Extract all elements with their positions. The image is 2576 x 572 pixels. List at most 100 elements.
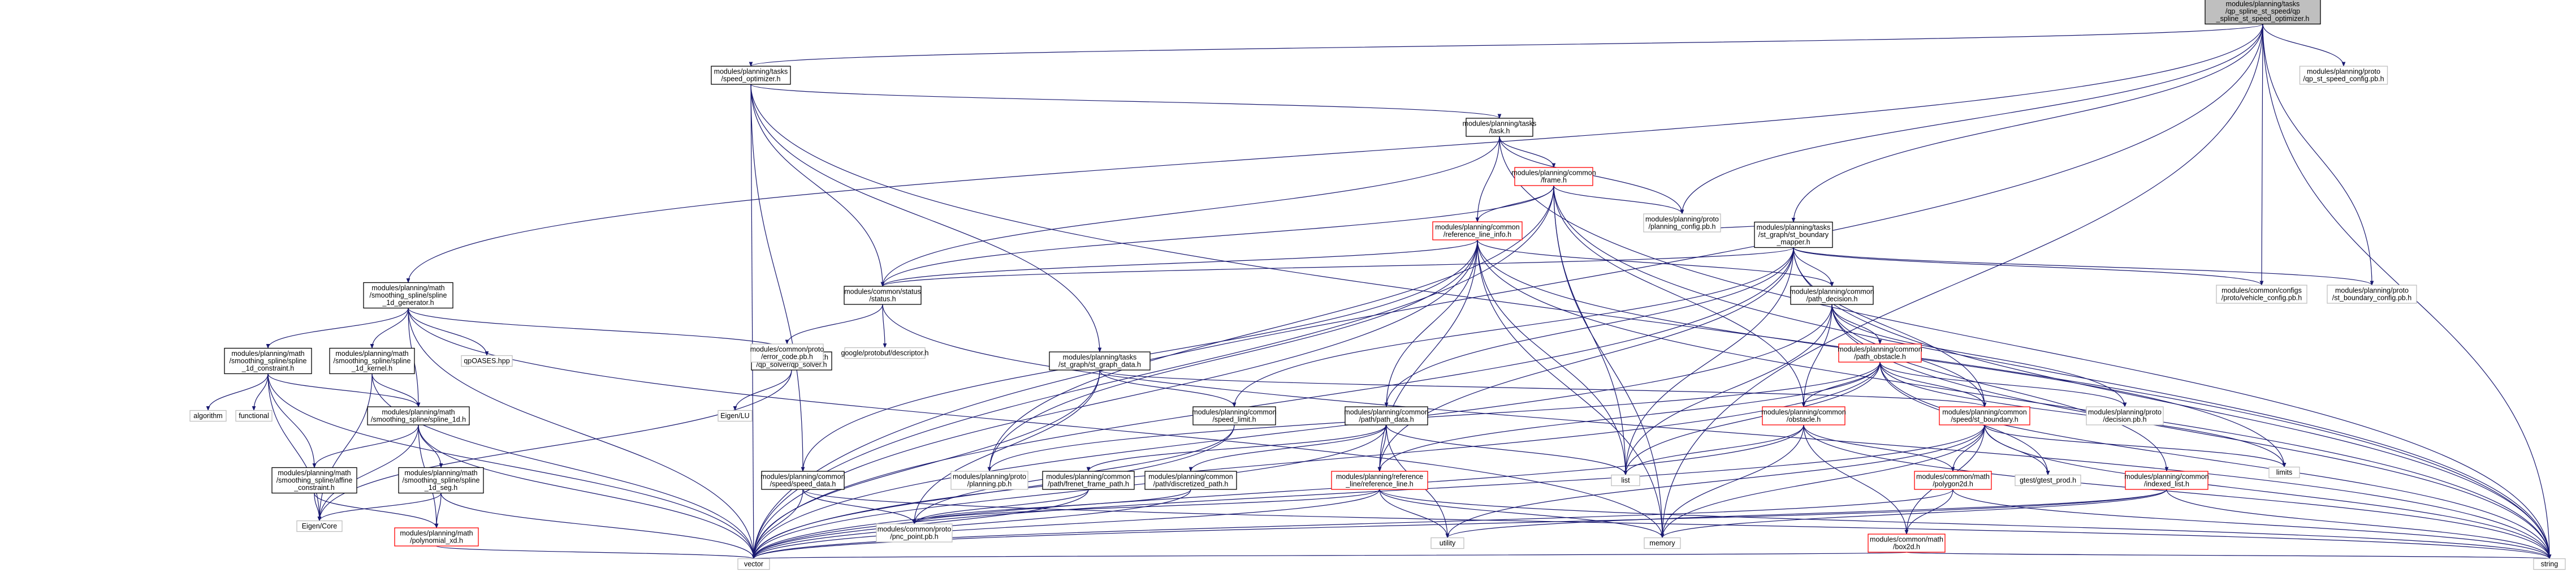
node-reference-line-info[interactable]: modules/planning/common/reference_line_i… bbox=[1432, 221, 1523, 240]
node-label-line: /decision.pb.h bbox=[2103, 416, 2146, 424]
node-label-line: modules/planning/tasks bbox=[2226, 0, 2300, 8]
node-speed-optimizer[interactable]: modules/planning/tasks/speed_optimizer.h bbox=[711, 66, 791, 85]
include-edge-polynomial_xd-to-vector bbox=[436, 545, 755, 560]
include-edge-frenet_frame_path-to-pnc_point bbox=[912, 489, 1089, 524]
node-label-line: modules/planning/common bbox=[1046, 473, 1130, 481]
include-edge-reference_line_info-to-planning_pb bbox=[987, 239, 1478, 472]
node-st-graph-data[interactable]: modules/planning/tasks/st_graph/st_graph… bbox=[1049, 351, 1151, 371]
include-edge-frame-to-reference_line_info bbox=[1475, 185, 1554, 222]
include-edge-reference_line-to-memory bbox=[1379, 489, 1665, 539]
include-edge-reference_line-to-utility bbox=[1379, 489, 1450, 539]
include-edge-polygon2d-to-box2d bbox=[1904, 489, 1953, 535]
include-edge-spline_1d_constraint-to-affine_constraint bbox=[267, 373, 317, 468]
node-indexed-list[interactable]: modules/planning/common/indexed_list.h bbox=[2124, 471, 2209, 490]
node-label-line: /qp_spline_st_speed/qp bbox=[2225, 7, 2300, 15]
node-label-line: modules/planning/math bbox=[278, 469, 351, 477]
node-speed-limit[interactable]: modules/planning/common/speed_limit.h bbox=[1192, 406, 1277, 425]
node-label-line: google/protobuf/descriptor.h bbox=[841, 349, 929, 357]
include-edge-frame-to-obstacle_h bbox=[1553, 185, 1806, 407]
node-obstacle-h[interactable]: modules/planning/common/obstacle.h bbox=[1761, 406, 1846, 425]
node-status[interactable]: modules/common/status/status.h bbox=[844, 286, 922, 305]
node-box bbox=[367, 406, 470, 425]
node-path-data[interactable]: modules/planning/common/path/path_data.h bbox=[1344, 406, 1429, 425]
node-box bbox=[1192, 406, 1276, 425]
node-box bbox=[711, 66, 791, 85]
include-edge-speed_data-to-pnc_point bbox=[802, 489, 917, 524]
include-edge-root-to-vector bbox=[751, 24, 2263, 560]
node-path-decision[interactable]: modules/planning/common/path_decision.h bbox=[1790, 286, 1874, 305]
include-edge-frame-to-memory bbox=[1553, 185, 1665, 539]
include-edge-polygon2d-to-string bbox=[1952, 489, 2552, 560]
include-edge-speed_optimizer-to-speed_data bbox=[750, 84, 805, 472]
node-label-line: /smoothing_spline/spline_1d.h bbox=[371, 416, 466, 424]
include-edge-st_boundary_mapper-to-path_decision bbox=[1793, 247, 1834, 287]
node-string: string bbox=[2533, 558, 2566, 570]
node-box bbox=[2086, 406, 2164, 425]
node-spline-1d-seg[interactable]: modules/planning/math/smoothing_spline/s… bbox=[398, 467, 484, 494]
node-frame[interactable]: modules/planning/common/frame.h bbox=[1511, 167, 1596, 186]
node-st-boundary[interactable]: modules/planning/common/speed/st_boundar… bbox=[1939, 406, 2030, 425]
node-error-code: modules/common/proto/error_code.pb.h bbox=[750, 343, 824, 363]
node-layer: modules/planning/tasks/qp_spline_st_spee… bbox=[189, 0, 2566, 570]
node-label-line: modules/planning/math bbox=[382, 408, 455, 416]
node-box bbox=[750, 343, 824, 363]
node-spline-1d-constraint[interactable]: modules/planning/math/smoothing_spline/s… bbox=[224, 347, 312, 375]
node-memory: memory bbox=[1644, 537, 1681, 549]
node-label-line: /path_decision.h bbox=[1806, 295, 1857, 303]
include-edge-path_decision-to-obstacle_h bbox=[1801, 304, 1832, 407]
node-label-line: /proto/vehicle_config.pb.h bbox=[2221, 294, 2302, 302]
include-edge-spline_1d_constraint-to-algorithm bbox=[206, 373, 269, 411]
node-box2d[interactable]: modules/common/math/box2d.h bbox=[1868, 534, 1946, 553]
node-algorithm: algorithm bbox=[189, 410, 227, 422]
include-edge-indexed_list-to-utility bbox=[1445, 489, 2167, 539]
include-edge-st_boundary_mapper-to-string bbox=[1793, 247, 2552, 560]
include-edge-discretized_path-to-pnc_point bbox=[912, 489, 1191, 524]
node-box bbox=[2327, 285, 2417, 304]
node-polynomial-xd[interactable]: modules/planning/math/polynomial_xd.h bbox=[394, 527, 479, 547]
node-label-line: /error_code.pb.h bbox=[761, 353, 813, 361]
include-edge-spline_1d_kernel-to-spline_1d bbox=[371, 373, 421, 407]
node-planning-config: modules/planning/proto/planning_config.p… bbox=[1643, 213, 1721, 233]
include-edge-qp_solver-to-eigen_lu bbox=[733, 369, 792, 411]
node-reference-line[interactable]: modules/planning/reference_line/referenc… bbox=[1331, 471, 1428, 490]
node-label-line: modules/planning/common bbox=[1344, 408, 1428, 416]
node-label-line: list bbox=[1621, 476, 1630, 484]
include-edge-frame-to-planning_pb bbox=[987, 185, 1554, 472]
edge-layer bbox=[206, 24, 2552, 560]
node-speed-data[interactable]: modules/planning/common/speed/speed_data… bbox=[760, 471, 845, 490]
node-box bbox=[398, 467, 484, 494]
node-label-line: memory bbox=[1649, 539, 1675, 547]
node-label-line: /box2d.h bbox=[1893, 543, 1920, 551]
node-box bbox=[1790, 286, 1874, 305]
node-label-line: /obstacle.h bbox=[1787, 416, 1821, 424]
include-edge-speed_optimizer-to-task bbox=[750, 84, 1502, 119]
include-edge-st_boundary-to-vector bbox=[751, 424, 1985, 560]
node-discretized-path[interactable]: modules/planning/common/path/discretized… bbox=[1144, 471, 1237, 490]
node-spline-1d[interactable]: modules/planning/math/smoothing_spline/s… bbox=[367, 406, 470, 425]
node-utility: utility bbox=[1430, 537, 1464, 549]
node-label-line: modules/planning/common bbox=[760, 473, 845, 481]
include-edge-box2d-to-string bbox=[1906, 552, 2551, 560]
node-obstacle[interactable]: modules/planning/common/path_obstacle.h bbox=[1838, 343, 1922, 363]
node-st-boundary-mapper[interactable]: modules/planning/tasks/st_graph/st_bound… bbox=[1754, 221, 1833, 248]
node-label-line: modules/planning/proto bbox=[2335, 287, 2409, 295]
node-spline-1d-generator[interactable]: modules/planning/math/smoothing_spline/s… bbox=[363, 282, 453, 309]
include-edge-st_boundary-to-polygon2d bbox=[1951, 424, 1985, 472]
node-label-line: modules/common/configs bbox=[2221, 287, 2302, 295]
node-label-line: vector bbox=[744, 560, 763, 568]
include-edge-root-to-speed_optimizer bbox=[749, 24, 2263, 67]
node-frenet-frame-path[interactable]: modules/planning/common/path/frenet_fram… bbox=[1042, 471, 1135, 490]
node-affine-constraint[interactable]: modules/planning/math/smoothing_spline/a… bbox=[271, 467, 357, 494]
include-edge-qp_solver-to-eigen_core bbox=[317, 369, 792, 522]
include-edge-obstacle_h-to-memory bbox=[1660, 424, 1804, 539]
node-label-line: modules/common/proto bbox=[750, 346, 824, 354]
node-label-line: _1d_constraint.h bbox=[241, 364, 294, 372]
include-edge-speed_optimizer-to-vector bbox=[750, 84, 756, 560]
node-polygon2d[interactable]: modules/common/math/polygon2d.h bbox=[1914, 471, 1992, 490]
node-label-line: /smoothing_spline/spline bbox=[370, 291, 447, 299]
include-edge-frame-to-status bbox=[880, 185, 1554, 287]
node-label-line: Eigen/Core bbox=[302, 522, 338, 530]
node-task[interactable]: modules/planning/tasks/task.h bbox=[1463, 118, 1537, 137]
node-spline-1d-kernel[interactable]: modules/planning/math/smoothing_spline/s… bbox=[329, 347, 415, 375]
